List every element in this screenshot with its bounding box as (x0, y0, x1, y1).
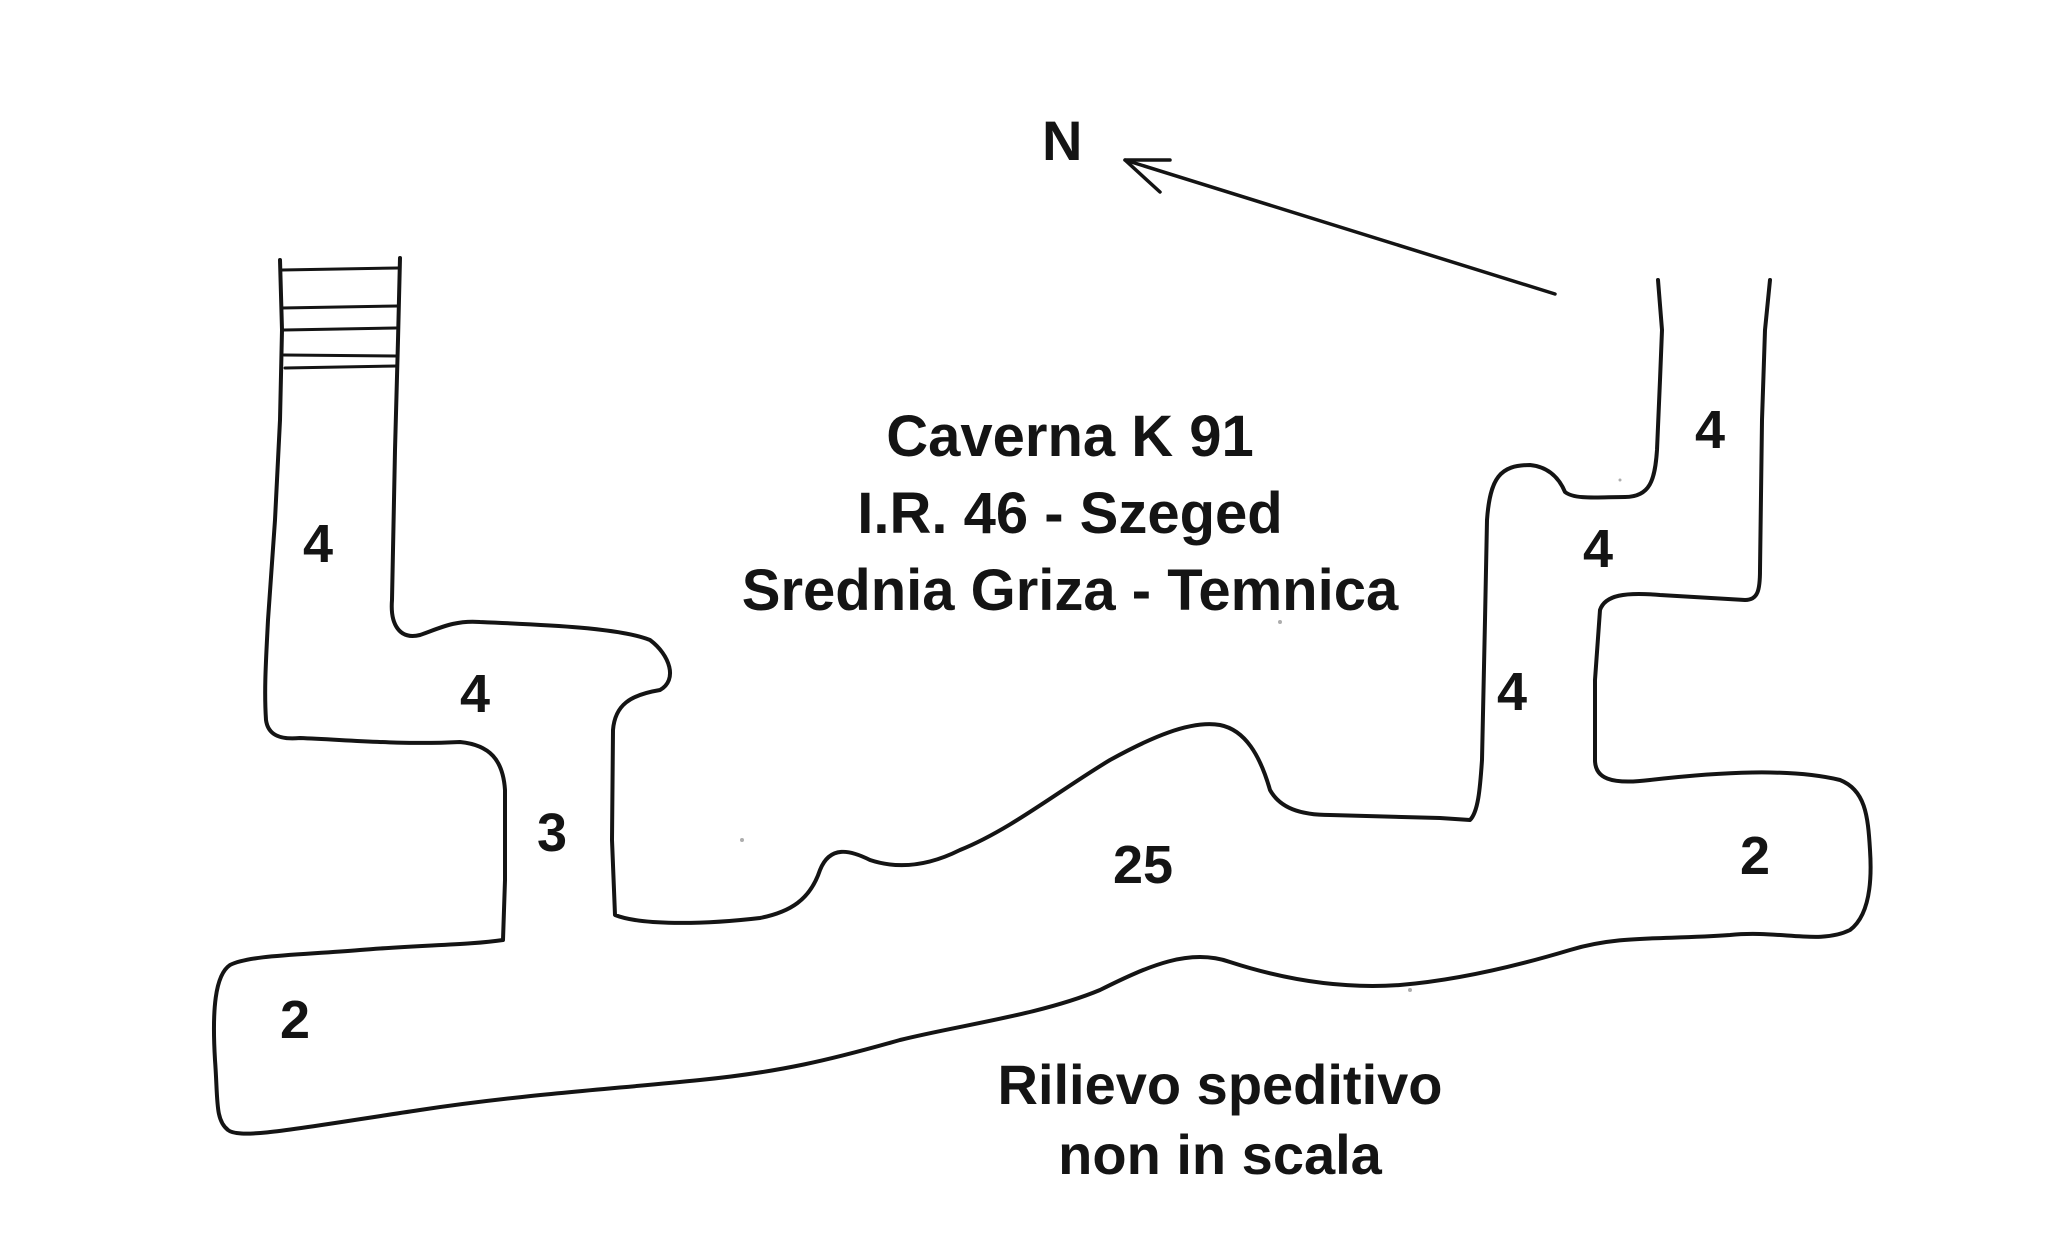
section-label-right-end: 2 (1740, 826, 1771, 886)
section-label-right-passage: 4 (1497, 662, 1528, 722)
title-line-1: Caverna K 91 (886, 404, 1254, 469)
section-label-left-passage: 3 (537, 803, 568, 863)
section-label-left-end: 2 (280, 990, 311, 1050)
note-line-1: Rilievo speditivo (997, 1053, 1443, 1116)
title-line-3: Srednia Griza - Temnica (741, 558, 1399, 623)
section-label-left-upper: 4 (460, 664, 491, 724)
north-arrow-head (1123, 158, 1172, 194)
note-line-2: non in scala (1058, 1123, 1382, 1186)
cave-outline-inner (389, 256, 1664, 925)
cave-outline (211, 258, 1873, 1136)
section-label-main-gallery: 25 (1113, 835, 1174, 895)
section-label-right-shaft: 4 (1695, 400, 1726, 460)
section-label-left-shaft: 4 (303, 514, 334, 574)
diagram-title: Caverna K 91 I.R. 46 - Szeged Srednia Gr… (690, 398, 1450, 629)
north-label: N (1042, 109, 1083, 172)
title-line-2: I.R. 46 - Szeged (857, 481, 1283, 546)
north-arrow-shaft (1123, 158, 1557, 296)
entrance-steps (280, 266, 400, 370)
section-label-right-step: 4 (1583, 519, 1614, 579)
survey-note: Rilievo speditivo non in scala (900, 1050, 1540, 1190)
